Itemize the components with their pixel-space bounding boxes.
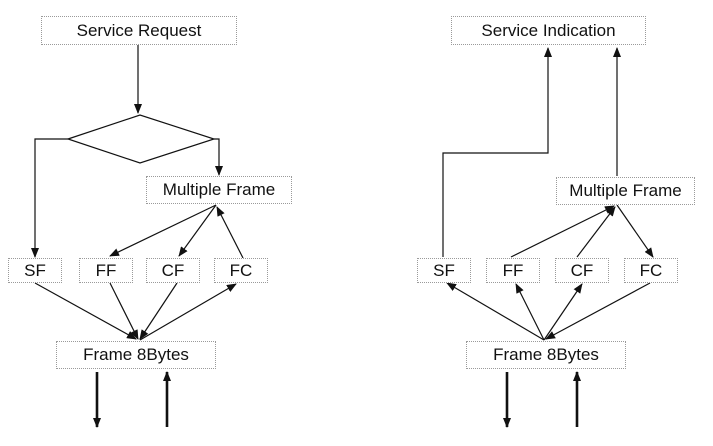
- right-multi-to-fc-arrow: [616, 204, 654, 258]
- right-service-indication-label: Service Indication: [481, 20, 616, 40]
- right-frame-to-ff-arrow: [515, 283, 545, 341]
- left-frame-8bytes-label: Frame 8Bytes: [83, 345, 189, 364]
- right-frame-8bytes-box: Frame 8Bytes: [466, 341, 626, 369]
- left-multiple-frame-box: Multiple Frame: [146, 176, 292, 204]
- right-cf-label: CF: [570, 260, 594, 280]
- right-multiple-frame-label: Multiple Frame: [569, 181, 682, 200]
- right-frame-8bytes-label: Frame 8Bytes: [493, 345, 599, 364]
- left-decision-diamond: [66, 114, 216, 164]
- left-ff-box: FF: [79, 258, 133, 283]
- right-ff-label: FF: [502, 260, 524, 280]
- left-ff-to-frame-arrow: [109, 282, 139, 340]
- right-diagram: [442, 47, 654, 428]
- left-sf-box: SF: [8, 258, 62, 283]
- left-fc-to-multi-arrow: [216, 206, 244, 259]
- left-sf-label: SF: [24, 260, 46, 280]
- right-cf-to-multi-arrow: [576, 206, 616, 258]
- right-fc-box: FC: [624, 258, 678, 283]
- right-cf-box: CF: [555, 258, 609, 283]
- right-frame-to-cf-arrow: [543, 283, 583, 341]
- right-frame-to-sf-arrow: [446, 282, 545, 341]
- left-fc-box: FC: [214, 258, 268, 283]
- left-decision-to-sf-arrow: [31, 138, 68, 258]
- left-sf-to-frame-arrow: [34, 282, 137, 340]
- right-ff-box: FF: [486, 258, 540, 283]
- right-ff-to-multi-arrow: [510, 205, 615, 258]
- right-sf-to-indication-arrow: [442, 47, 552, 257]
- left-frame-8bytes-box: Frame 8Bytes: [56, 341, 216, 369]
- left-decision-to-multiframe-arrow: [214, 138, 223, 176]
- left-ff-label: FF: [95, 260, 117, 280]
- right-multiple-frame-box: Multiple Frame: [556, 177, 695, 205]
- left-cf-label: CF: [161, 260, 185, 280]
- left-frame-to-fc-arrow: [139, 283, 237, 341]
- left-fc-label: FC: [229, 260, 253, 280]
- right-service-indication-box: Service Indication: [451, 16, 646, 45]
- left-service-request-label: Service Request: [76, 20, 202, 40]
- right-fc-to-frame-arrow: [545, 282, 651, 340]
- left-service-request-box: Service Request: [41, 16, 237, 45]
- left-cf-to-frame-arrow: [139, 282, 178, 340]
- left-multi-to-ff-arrow: [109, 204, 217, 257]
- right-sf-label: SF: [433, 260, 455, 280]
- left-multi-to-cf-arrow: [178, 204, 217, 257]
- left-diagram: [31, 45, 244, 428]
- right-sf-box: SF: [417, 258, 471, 283]
- left-multiple-frame-label: Multiple Frame: [162, 180, 276, 199]
- left-cf-box: CF: [146, 258, 200, 283]
- right-fc-label: FC: [639, 260, 663, 280]
